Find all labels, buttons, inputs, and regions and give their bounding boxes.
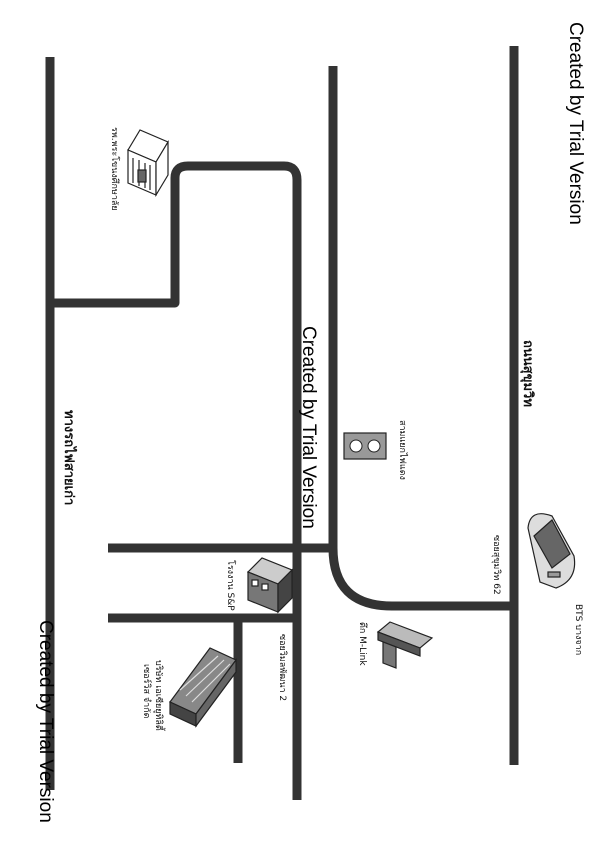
road-label-soi-2: ซอยวิมลพัฒนา 2 bbox=[277, 634, 287, 702]
road-hospital-loop bbox=[50, 161, 302, 800]
road-label-soi-62: ซอยสุขุมวิท 62 bbox=[491, 535, 501, 595]
road-label-sukhumvit: ถนนสุขุมวิท bbox=[520, 340, 535, 407]
landmark-label-factory: โรงงาน S&P bbox=[225, 560, 235, 611]
traffic-light-icon bbox=[343, 432, 387, 460]
company-building-icon bbox=[169, 647, 237, 728]
landmark-label-bts: BTS บางจาก bbox=[573, 604, 583, 656]
landmark-label-m-link: ตึก M-Link bbox=[357, 622, 367, 666]
tower-icon bbox=[376, 621, 434, 669]
bts-train-icon bbox=[527, 513, 576, 589]
landmark-label-traffic-light: สามแยกไฟแดง bbox=[397, 420, 407, 480]
factory-icon bbox=[246, 557, 294, 614]
watermark-text: Created by Trial Version bbox=[35, 620, 56, 823]
road-soi-62 bbox=[328, 66, 514, 611]
watermark-text: Created by Trial Version bbox=[565, 22, 586, 225]
landmark-label-company-line-2: เซอร์วิส จำกัด bbox=[141, 664, 151, 719]
landmark-label-hospital: รพ.พระโขนงศึกษาลัย bbox=[109, 127, 119, 211]
hospital-building-icon bbox=[127, 129, 169, 198]
watermark-text: Created by Trial Version bbox=[298, 326, 319, 529]
landmark-label-company-line-1: บริษัท เอเซียยูทิลิตี้ bbox=[153, 660, 163, 731]
road-label-railway: ทางรถไฟสายเก่า bbox=[61, 410, 76, 506]
